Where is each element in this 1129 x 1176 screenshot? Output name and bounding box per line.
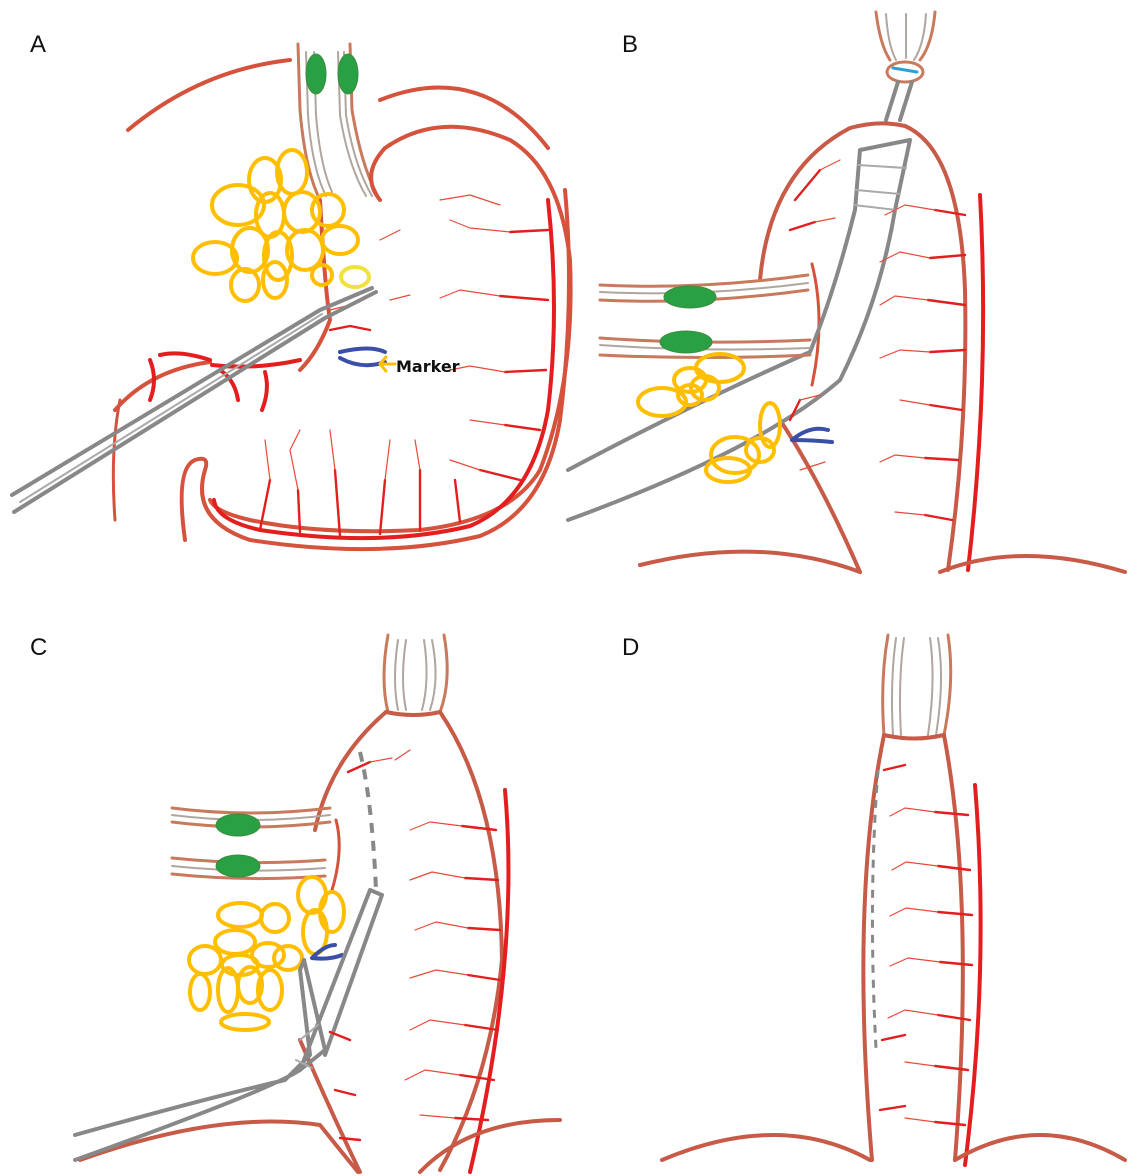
panel-b: B	[568, 12, 1125, 572]
esophagus-d	[883, 635, 951, 739]
gastric-tube-d	[662, 735, 1125, 1165]
esophageal-stump-b	[600, 275, 810, 358]
panel-a: A	[12, 31, 571, 549]
marker-label: Marker	[396, 357, 460, 376]
gastric-tube-c	[80, 712, 560, 1172]
esophagus-a	[298, 44, 380, 200]
vessels-d	[880, 765, 972, 1125]
stomach-a	[113, 127, 570, 549]
marker-clip	[340, 349, 395, 372]
panel-b-label: B	[622, 31, 638, 58]
panel-c: C	[30, 634, 560, 1172]
marker-clip-b	[792, 429, 832, 442]
gastric-tube-b	[640, 123, 1125, 572]
diaphragm-arc-right	[380, 88, 548, 149]
esophageal-stump-c	[172, 808, 330, 879]
stapler-b	[568, 140, 910, 520]
marker-clip-c	[312, 945, 342, 959]
vessels-c	[330, 750, 500, 1140]
lymph-nodes-a	[193, 150, 369, 301]
esophagus-c	[384, 635, 447, 715]
panel-a-label: A	[30, 31, 46, 58]
diaphragm-arc-left	[128, 60, 290, 130]
panel-c-label: C	[30, 634, 47, 661]
esophagus-b	[876, 12, 935, 120]
panel-d: D	[622, 634, 1125, 1165]
lymph-nodes-c	[189, 877, 344, 1030]
vagus-band-a2	[338, 54, 358, 94]
panel-d-label: D	[622, 634, 639, 661]
grasper-a	[12, 288, 376, 512]
vagus-band-a1	[306, 54, 326, 94]
